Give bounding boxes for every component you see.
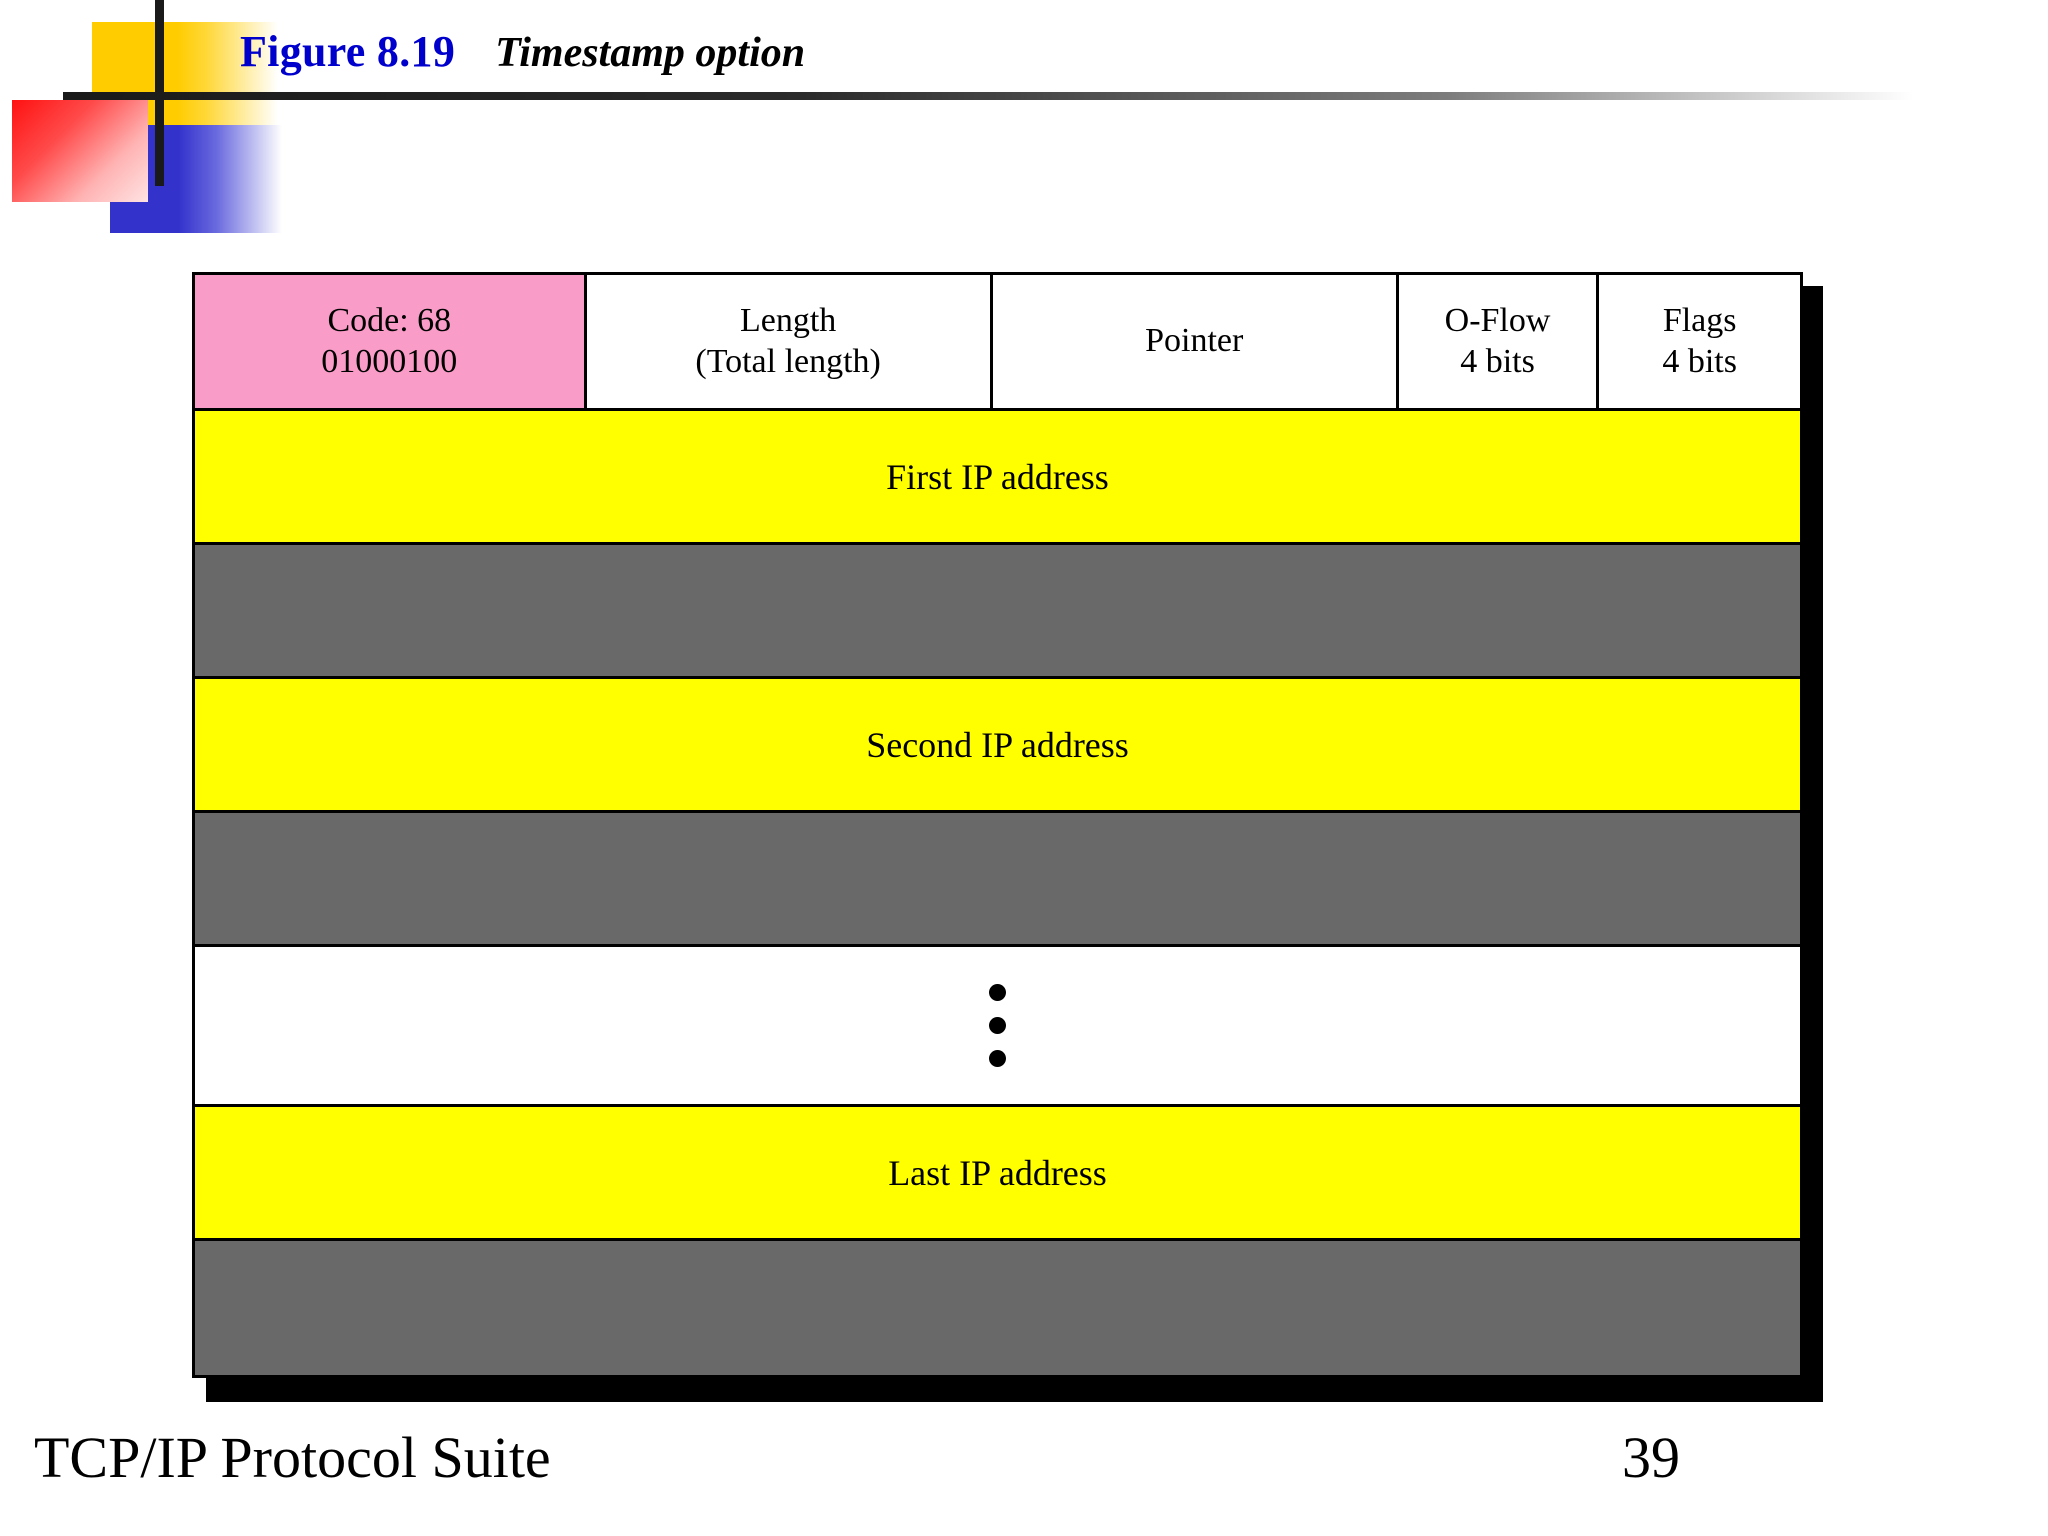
field-length-line1: Length xyxy=(739,302,837,340)
figure-number: Figure 8.19 xyxy=(240,27,456,76)
field-pointer: Pointer xyxy=(992,275,1399,408)
field-pointer-line1: Pointer xyxy=(1145,322,1244,360)
field-code-line1: Code: 68 xyxy=(327,302,452,340)
field-flags-line1: Flags xyxy=(1662,302,1737,340)
field-code-line2: 01000100 xyxy=(321,342,458,380)
decoration-red-square xyxy=(12,100,148,202)
field-length: Length (Total length) xyxy=(586,275,993,408)
field-flags-line2: 4 bits xyxy=(1662,342,1737,380)
ellipsis-dot xyxy=(989,1017,1006,1034)
field-overflow-line2: 4 bits xyxy=(1460,342,1535,380)
field-overflow-line1: O-Flow xyxy=(1444,302,1551,340)
timestamp-option-diagram: Code: 68 01000100 Length (Total length) … xyxy=(192,272,1823,1402)
band-ellipsis xyxy=(195,947,1800,1107)
band-last-ip-address-label: Last IP address xyxy=(888,1152,1107,1193)
vertical-ellipsis-icon xyxy=(989,984,1006,1067)
band-first-timestamp xyxy=(195,545,1800,679)
band-last-ip-address: Last IP address xyxy=(195,1107,1800,1241)
footer-page-number: 39 xyxy=(1622,1425,1680,1490)
page-title: Figure 8.19 Timestamp option xyxy=(240,26,805,77)
timestamp-option-table: Code: 68 01000100 Length (Total length) … xyxy=(192,272,1803,1378)
footer-book-title: TCP/IP Protocol Suite xyxy=(34,1425,551,1490)
figure-caption: Timestamp option xyxy=(495,30,806,76)
band-last-timestamp xyxy=(195,1241,1800,1375)
ellipsis-dot xyxy=(989,1050,1006,1067)
band-first-ip-address: First IP address xyxy=(195,411,1800,545)
band-second-timestamp xyxy=(195,813,1800,947)
table-row-header: Code: 68 01000100 Length (Total length) … xyxy=(195,275,1800,411)
decoration-horizontal-rule xyxy=(63,92,1913,100)
field-flags: Flags 4 bits xyxy=(1599,275,1800,408)
band-second-ip-address: Second IP address xyxy=(195,679,1800,813)
band-second-ip-address-label: Second IP address xyxy=(866,724,1129,765)
ellipsis-dot xyxy=(989,984,1006,1001)
band-first-ip-address-label: First IP address xyxy=(886,456,1109,497)
field-overflow: O-Flow 4 bits xyxy=(1398,275,1600,408)
field-length-line2: (Total length) xyxy=(695,342,881,380)
field-code: Code: 68 01000100 xyxy=(195,275,587,408)
